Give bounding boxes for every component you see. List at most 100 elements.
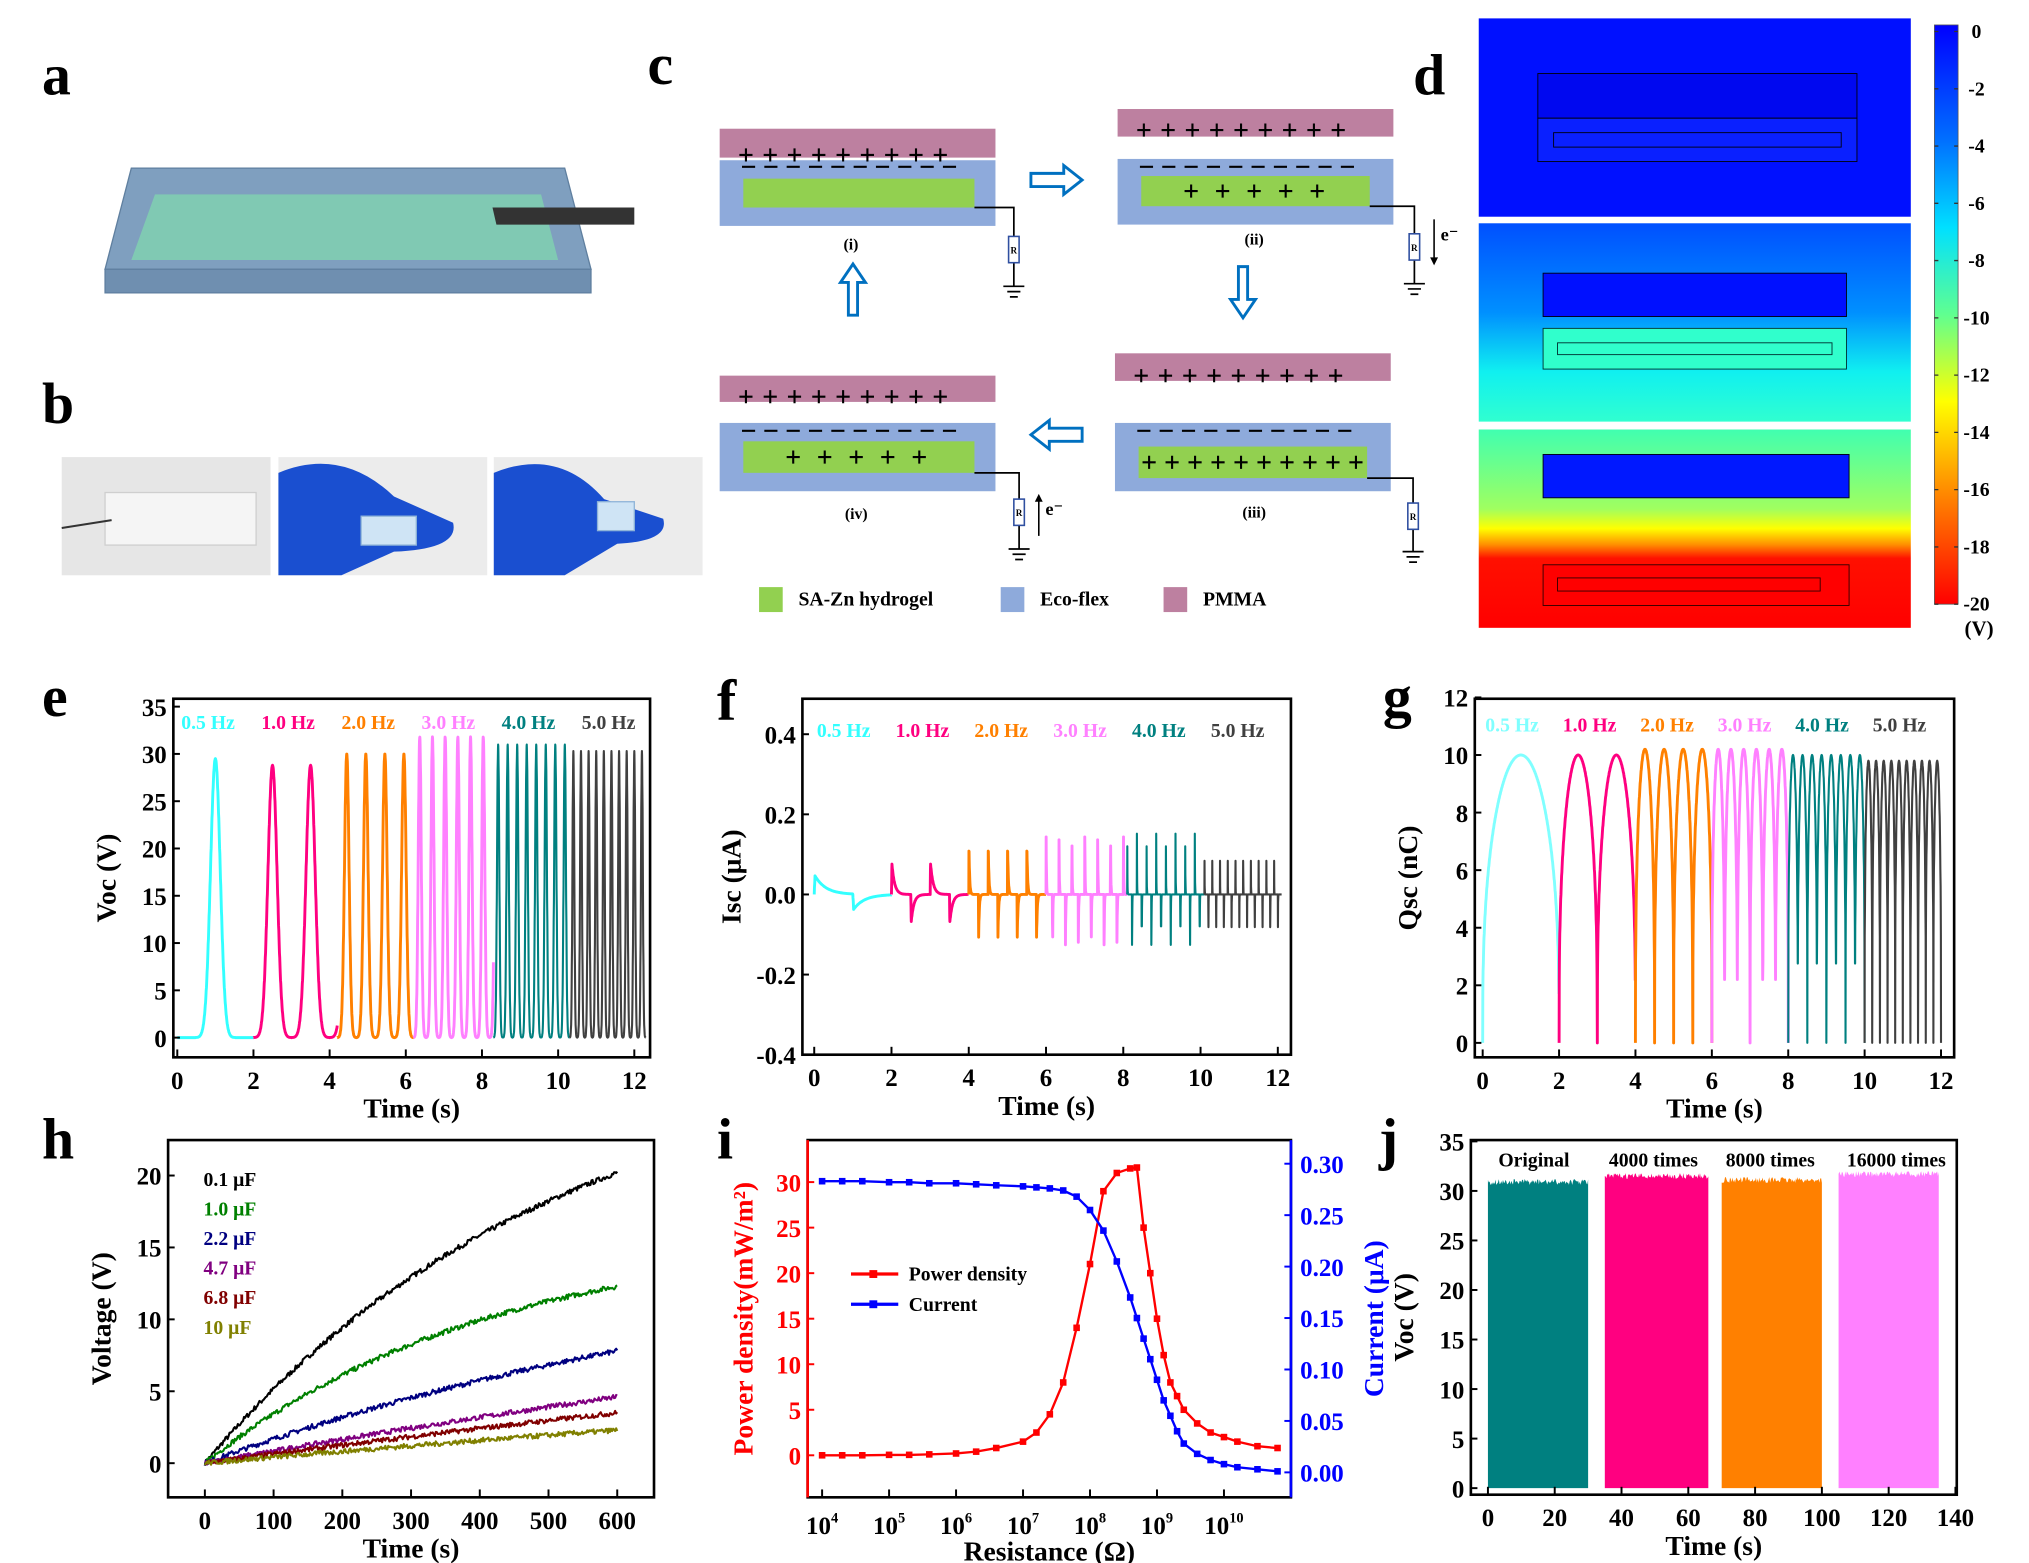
legend-entry: 10 μF: [204, 1317, 252, 1339]
x-tick-label: 100: [255, 1508, 292, 1535]
x-tick-label: 12: [1265, 1065, 1290, 1092]
data-point: [1167, 1379, 1174, 1386]
legend-label: Eco-flex: [1040, 588, 1109, 610]
axes-frame: [1469, 1138, 1959, 1497]
legend-swatch: [1000, 587, 1025, 613]
data-point: [992, 1182, 1000, 1189]
panel-label-d: d: [1413, 45, 1445, 108]
legend-entry: 1.0 Hz: [896, 720, 950, 742]
data-point: [1059, 1187, 1067, 1194]
legend-entry: 0.5 Hz: [817, 720, 871, 742]
data-point: [1220, 1433, 1228, 1441]
resistor-icon: [1013, 498, 1026, 527]
x-tick-label: 107: [1007, 1510, 1039, 1540]
data-point: [1167, 1412, 1174, 1420]
x-axis-title: Time (s): [363, 1093, 460, 1124]
y-tick-label: 10: [1443, 743, 1468, 770]
x-axis-title: Time (s): [1666, 1093, 1763, 1124]
pmma-layer: [1114, 353, 1391, 381]
x-tick-label: 60: [1676, 1505, 1701, 1532]
series-line-40Hz: [1126, 832, 1206, 946]
x-tick-label: 12: [622, 1068, 647, 1095]
y-tick-label: 4: [1456, 916, 1468, 943]
potential-simulation: 0-2-4-6-8-10-12-14-16-18-20(V): [1478, 18, 1994, 641]
series-line-30Hz: [1044, 835, 1129, 947]
resistor-label: R: [1411, 243, 1418, 253]
legend-entry: 3.0 Hz: [1053, 720, 1107, 742]
simulation-state-3: [1478, 429, 1911, 628]
data-point: [1113, 1169, 1121, 1177]
x-tick-label: 8: [1117, 1065, 1129, 1092]
colorbar-tick-label: -8: [1968, 250, 1985, 272]
colorbar-tick-label: -16: [1963, 479, 1989, 501]
y-tick-label: 0: [1456, 1031, 1468, 1058]
data-point: [1220, 1460, 1228, 1468]
y2-tick-label: 0.20: [1300, 1255, 1344, 1282]
data-point: [1160, 1351, 1167, 1359]
legend-label: SA-Zn hydrogel: [798, 588, 933, 610]
y-tick-label: 15: [142, 884, 167, 911]
y-axis-title: Voc (V): [1388, 1273, 1419, 1362]
y-tick-label: 5: [1452, 1427, 1464, 1454]
resistor-label: R: [1016, 508, 1023, 518]
data-point: [1274, 1468, 1281, 1475]
data-point: [838, 1452, 846, 1459]
series-line-10Hz: [252, 763, 339, 1040]
pmma-layer: [1117, 109, 1394, 137]
x-tick-label: 12: [1929, 1068, 1954, 1095]
y-tick-label: 0: [789, 1443, 801, 1470]
y2-tick-label: 0.30: [1300, 1152, 1344, 1179]
x-tick-label: 2: [247, 1068, 259, 1095]
cycling-block: [1721, 1177, 1822, 1489]
y-tick-label: 0: [154, 1026, 166, 1053]
data-point: [1234, 1438, 1241, 1445]
series-line-50Hz: [1863, 759, 1943, 1044]
data-point: [1073, 1324, 1080, 1332]
block-label: 4000 times: [1609, 1149, 1698, 1171]
series-line-10Hz: [1557, 753, 1637, 1045]
electron-label: e⁻: [1045, 499, 1063, 519]
simulation-state-2: [1478, 223, 1911, 422]
series-line: [203, 1170, 619, 1466]
x-tick-label: 105: [873, 1510, 905, 1540]
legend-entry: 2.0 Hz: [1640, 715, 1694, 737]
y-tick-label: 30: [142, 742, 167, 769]
data-point: [972, 1181, 980, 1188]
legend-entry: 2.2 μF: [204, 1228, 257, 1250]
data-point: [818, 1452, 826, 1459]
charge-symbols: [739, 390, 957, 464]
x-tick-label: 10: [1852, 1068, 1877, 1095]
data-point: [1086, 1206, 1094, 1214]
y-tick-label: 30: [1439, 1179, 1464, 1206]
data-point: [1254, 1442, 1261, 1450]
data-point: [1147, 1269, 1154, 1277]
colorbar-tick-label: -12: [1963, 365, 1989, 387]
arrow-up-icon: [837, 261, 869, 317]
x-axis-title: Time (s): [998, 1090, 1095, 1121]
data-point: [1193, 1450, 1201, 1458]
y-tick-label: -0.4: [756, 1043, 795, 1070]
device-photos: [61, 457, 703, 576]
legend-swatch: [759, 587, 783, 613]
plot-area: [812, 832, 1283, 947]
colorbar-unit: (V): [1965, 617, 1994, 641]
y-tick-label: 2: [1456, 973, 1468, 1000]
legend-entry: Current: [909, 1294, 978, 1316]
state-1: R(i): [719, 128, 1025, 298]
data-point: [1126, 1165, 1134, 1172]
colorbar-tick-label: -2: [1968, 78, 1984, 100]
y-tick-label: 30: [776, 1170, 801, 1197]
y-tick-label: 35: [142, 695, 167, 722]
arrow-down-icon: [1227, 265, 1259, 321]
legend-entry: 2.0 Hz: [341, 712, 395, 734]
x-tick-label: 0: [199, 1508, 211, 1535]
x-tick-label: 8: [1782, 1068, 1794, 1095]
legend-entry: 4.0 Hz: [1795, 715, 1849, 737]
photo-device-flat: [61, 457, 271, 576]
arrow-right-icon: [1029, 162, 1085, 198]
series-line-05Hz: [175, 757, 255, 1040]
axes-frame: [172, 697, 652, 1059]
data-point: [1274, 1444, 1281, 1452]
series-line-50Hz: [1203, 859, 1283, 929]
